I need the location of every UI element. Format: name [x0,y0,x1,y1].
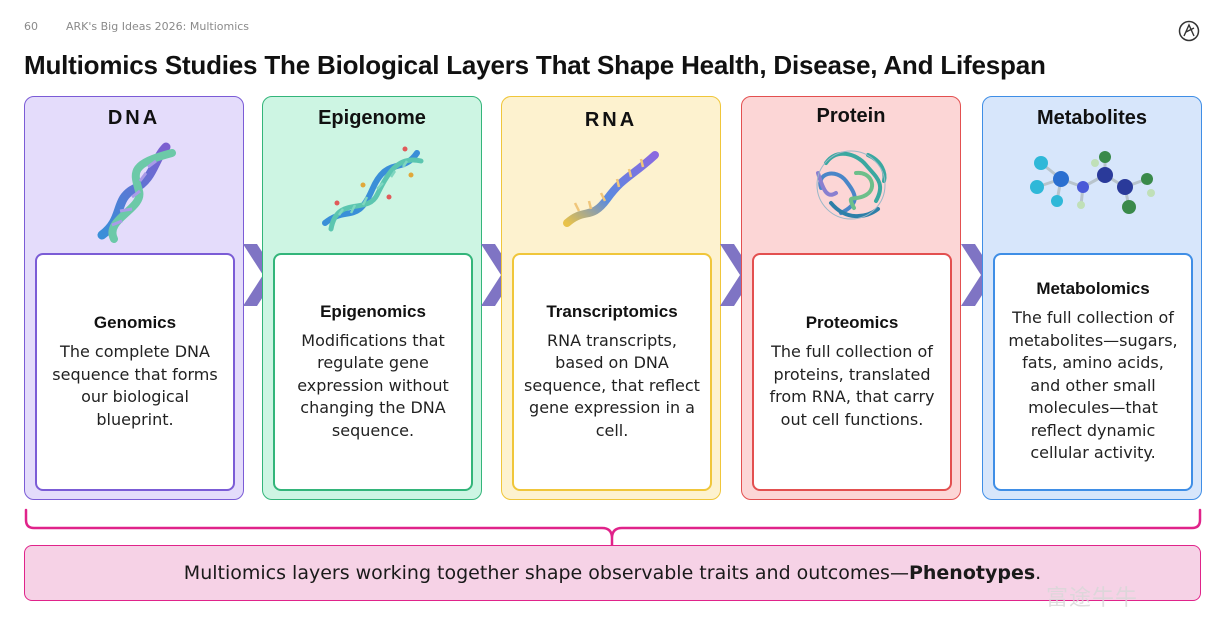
card-metabolomics: Metabolomics The full collection of meta… [993,253,1193,491]
column-dna: DNA Genomics The complete DNA sequence t… [24,96,244,500]
card-title: Metabolomics [1036,279,1150,299]
card-epigenomics: Epigenomics Modifications that regulate … [273,253,473,491]
column-title: Metabolites [1036,107,1148,129]
card-title: Transcriptomics [546,301,678,321]
bracket-connector [24,508,1202,548]
card-title: Epigenomics [320,301,426,321]
protein-structure-icon [816,150,887,220]
page-number: 60 [24,20,38,33]
banner-bold-text: Phenotypes [908,562,1036,584]
ark-logo-icon [1178,20,1200,42]
card-title: Proteomics [805,313,899,332]
card-genomics: Genomics The complete DNA sequence that … [35,253,235,491]
column-title: RNA [584,109,638,131]
metabolite-molecule-icon [1030,151,1155,214]
column-metabolites: Metabolites Metabolomics The full collec… [982,96,1202,500]
page-title: Multiomics Studies The Biological Layers… [24,50,1046,80]
report-title: ARK's Big Ideas 2026: Multiomics [66,20,250,33]
column-title: Epigenome [318,107,426,129]
card-transcriptomics: Transcriptomics RNA transcripts, based o… [512,253,712,491]
card-description: The full collection of metabolites—sugar… [1008,308,1178,463]
card-proteomics: Proteomics The full collection of protei… [752,253,952,491]
phenotypes-banner: Multiomics layers working together shape… [24,545,1201,601]
card-description: The complete DNA sequence that forms our… [52,342,218,429]
card-title: Genomics [93,313,177,332]
column-protein: Protein Proteomics The full collection o… [741,96,961,500]
card-description: The full collection of proteins, transla… [769,342,935,429]
card-description: Modifications that regulate gene express… [297,330,449,440]
banner-text: Multiomics layers working together shape… [183,562,909,584]
watermark: 富途牛牛 [1046,586,1139,611]
epigenome-helix-icon [322,146,424,232]
banner-period: . [1035,562,1042,584]
column-title: Protein [816,105,886,127]
column-title: DNA [107,107,161,129]
column-epigenome: Epigenome Epigenomics Modifications that… [262,96,482,500]
column-rna: RNA Transcriptomics RNA transcripts, bas… [501,96,721,500]
card-description: RNA transcripts, based on DNA sequence, … [524,330,700,440]
dna-helix-icon [97,142,176,243]
rna-strand-icon [563,151,659,227]
